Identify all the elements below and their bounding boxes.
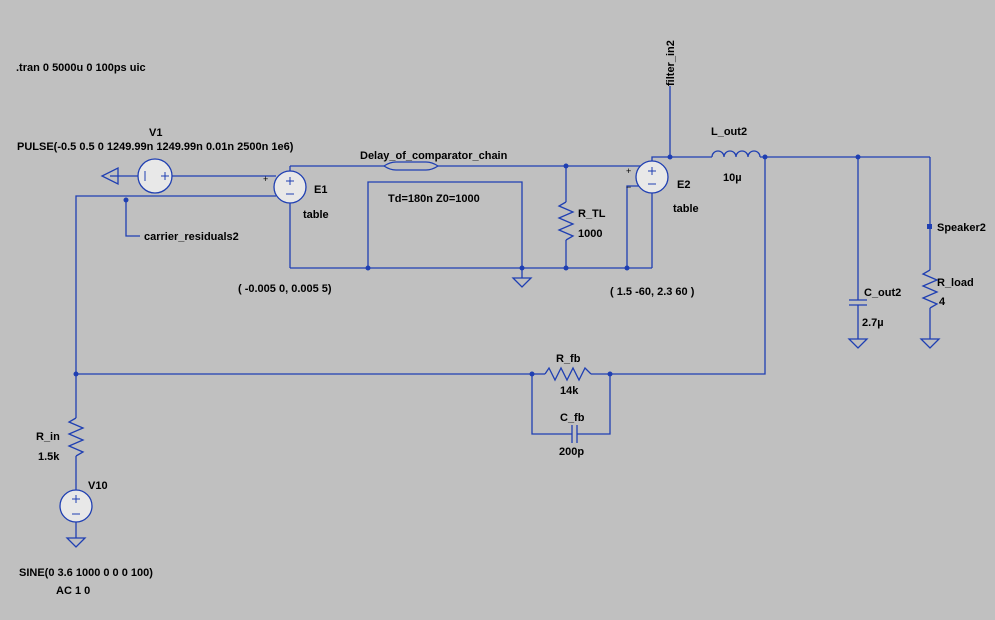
v1-source[interactable] <box>100 158 276 194</box>
junction-dot <box>123 197 129 203</box>
v10-name: V10 <box>88 480 108 492</box>
tline-value: Td=180n Z0=1000 <box>388 193 480 205</box>
transmission-line[interactable] <box>290 161 640 268</box>
r-in-name: R_in <box>36 431 60 443</box>
junction-dot <box>667 154 673 160</box>
l-out2-name: L_out2 <box>711 126 747 138</box>
tran-directive[interactable]: .tran 0 5000u 0 100ps uic <box>16 62 146 74</box>
filter-in-net[interactable] <box>669 86 712 158</box>
carrier-net-label: carrier_residuals2 <box>144 231 239 243</box>
c-out2-name: C_out2 <box>864 287 901 299</box>
junction-dot <box>563 265 569 271</box>
r-tl-name: R_TL <box>578 208 606 220</box>
filter-in-net-label: filter_in2 <box>665 40 677 86</box>
junction-dot <box>519 265 525 271</box>
e1-name: E1 <box>314 184 327 196</box>
junction-dot <box>365 265 371 271</box>
r-tl-value: 1000 <box>578 228 602 240</box>
speaker-net-label: Speaker2 <box>937 222 986 234</box>
c-out2-capacitor[interactable] <box>847 157 869 349</box>
input-wires[interactable] <box>75 195 532 418</box>
r-in-resistor[interactable] <box>67 417 85 490</box>
junction-dot <box>529 371 535 377</box>
r-load-resistor[interactable] <box>919 157 941 349</box>
r-tl-resistor[interactable] <box>557 166 575 268</box>
e1-plus-label: + <box>263 174 268 184</box>
r-in-value: 1.5k <box>38 451 60 463</box>
feedback-wires[interactable] <box>531 157 766 443</box>
v1-name: V1 <box>149 127 162 139</box>
r-fb-value: 14k <box>560 385 579 397</box>
e1-source[interactable] <box>273 166 307 268</box>
c-fb-name: C_fb <box>560 412 585 424</box>
e2-plus-label: + <box>626 166 631 176</box>
e2-source[interactable] <box>626 156 670 268</box>
l-out2-inductor[interactable] <box>711 150 930 158</box>
e2-name: E2 <box>677 179 690 191</box>
v1-value: PULSE(-0.5 0.5 0 1249.99n 1249.99n 0.01n… <box>17 141 294 153</box>
e2-value: table <box>673 203 699 215</box>
e1-value: table <box>303 209 329 221</box>
tline-name: Delay_of_comparator_chain <box>360 150 508 162</box>
speaker-net-flag <box>927 224 932 229</box>
e2-minus-label: − <box>626 182 631 192</box>
l-out2-value: 10µ <box>723 172 742 184</box>
c-fb-value: 200p <box>559 446 584 458</box>
e2-table: ( 1.5 -60, 2.3 60 ) <box>610 286 695 298</box>
r-load-value: 4 <box>939 296 946 308</box>
e1-table: ( -0.005 0, 0.005 5) <box>238 283 332 295</box>
r-fb-name: R_fb <box>556 353 581 365</box>
junction-dot <box>607 371 613 377</box>
junction-dot <box>563 163 569 169</box>
v10-source[interactable] <box>59 489 93 548</box>
junction-dot <box>73 371 79 377</box>
r-load-name: R_load <box>937 277 974 289</box>
v10-value: SINE(0 3.6 1000 0 0 0 100) <box>19 567 153 579</box>
v10-ac: AC 1 0 <box>56 585 90 597</box>
reference-rail[interactable] <box>290 267 652 288</box>
c-out2-value: 2.7µ <box>862 317 884 329</box>
